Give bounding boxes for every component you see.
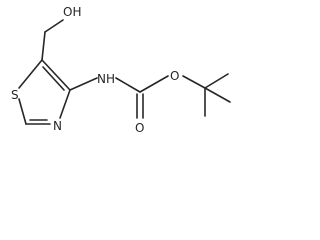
- bond-ch2-c5: [41, 31, 46, 61]
- bond-cq-methyl-up: [204, 73, 229, 89]
- atom-label-sulfur: S: [11, 88, 19, 102]
- bond-c-o-ester: [139, 75, 169, 93]
- atom-label-carbonyl-oxygen: O: [135, 121, 144, 135]
- bond-nh-c: [115, 77, 141, 93]
- bond-c4-c5-inner: [42, 66, 65, 91]
- atom-label-ring-nitrogen: N: [53, 119, 62, 133]
- atom-label-ester-oxygen: O: [170, 69, 179, 83]
- bond-o-cq: [182, 75, 206, 89]
- atom-label-amine: NH: [97, 72, 115, 86]
- structure-diagram: OH S N NH O O: [0, 0, 248, 144]
- bond-c4-c5: [41, 59, 71, 91]
- bond-n3-c4: [59, 89, 71, 119]
- bond-oh-ch2: [44, 19, 64, 33]
- bond-c4-nh: [69, 77, 98, 91]
- molecule-drawing: OH S N NH O O: [11, 5, 231, 135]
- bond-cq-methyl-right: [204, 87, 231, 103]
- bond-s-c2: [18, 98, 27, 125]
- atom-label-hydroxyl: OH: [63, 5, 81, 19]
- bond-c5-s: [18, 59, 43, 89]
